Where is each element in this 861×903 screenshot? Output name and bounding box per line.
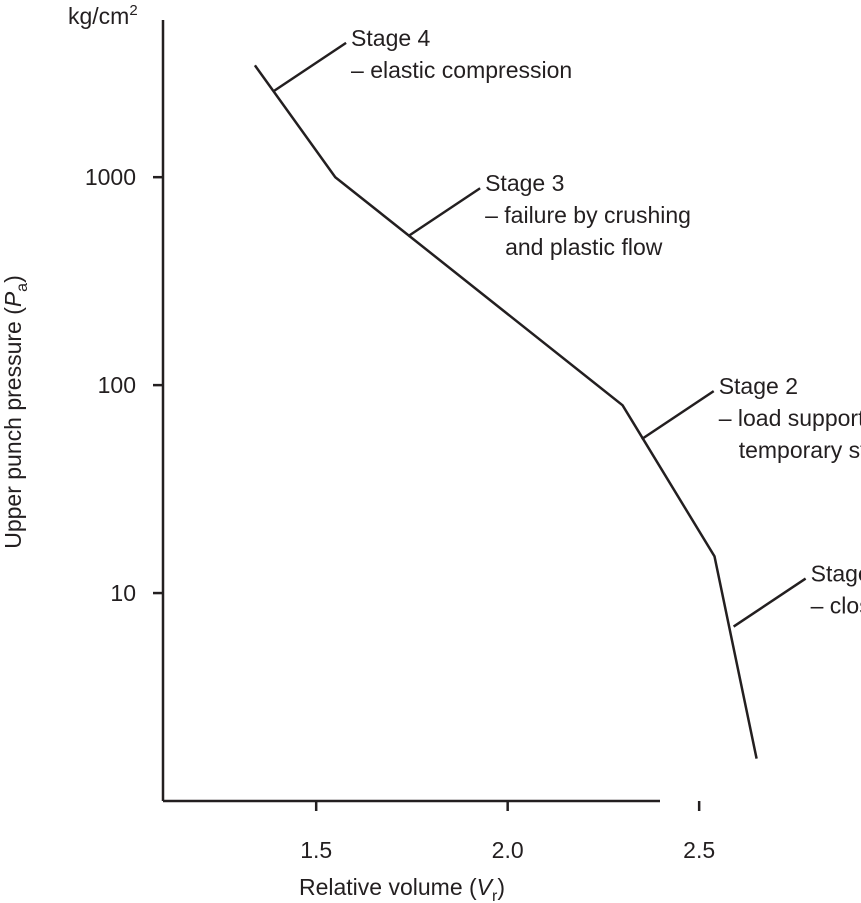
y-tick-label: 10 (110, 580, 136, 606)
stage-title: Stage 4 (351, 25, 430, 51)
stage-leader-line (732, 577, 807, 628)
stage-title: Stage 1 (811, 561, 861, 587)
stage-title: Stage 2 (719, 373, 798, 399)
stage-leader-line (407, 187, 481, 238)
y-tick-label: 100 (98, 372, 136, 398)
y-unit-label: kg/cm2 (68, 2, 138, 29)
annotations: Stage 1 – closer packing Stage 2 – load sup… (273, 25, 861, 628)
y-axis-label: Upper punch pressure (Pa) (0, 275, 31, 549)
stage-leader-line (641, 390, 715, 441)
x-tick-label: 2.5 (683, 837, 715, 863)
stage-description: – closer packing (811, 593, 861, 619)
stage-description: – load supported by (719, 405, 861, 431)
stage-description: – failure by crushing (485, 202, 691, 228)
y-tick-label: 1000 (85, 164, 136, 190)
stage-description: – elastic compression (351, 57, 572, 83)
x-tick-label: 1.5 (300, 837, 332, 863)
x-axis-label: Relative volume (Vr) (299, 874, 505, 903)
axes (161, 20, 660, 803)
y-ticks: 10 100 1000 (85, 164, 163, 606)
stage-title: Stage 3 (485, 170, 564, 196)
x-ticks: 1.5 2.0 2.5 (300, 801, 715, 863)
series-line (253, 64, 758, 759)
stage-description: and plastic flow (505, 234, 663, 260)
stage-leader-line (273, 41, 347, 92)
x-tick-label: 2.0 (492, 837, 524, 863)
stage-description: temporary structures (739, 437, 861, 463)
